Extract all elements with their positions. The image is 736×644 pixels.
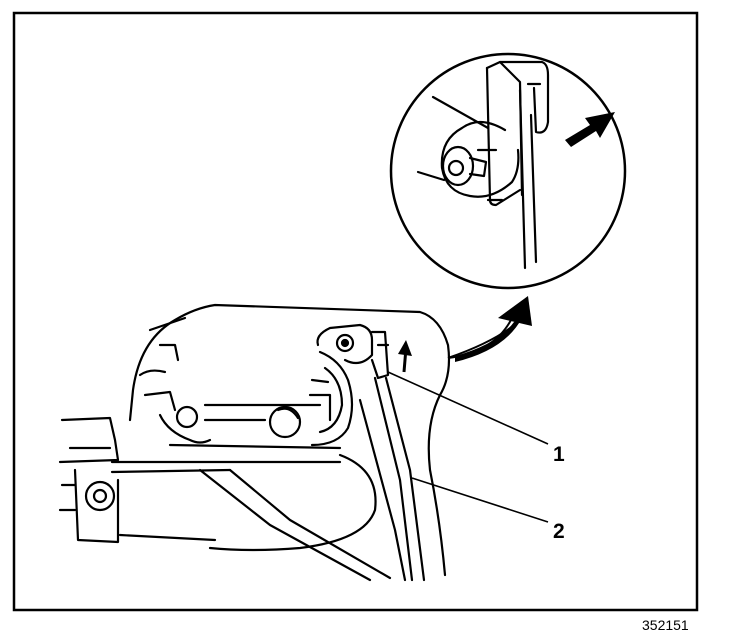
figure-border [12,11,699,612]
up-arrow [398,340,412,373]
direction-arrow-detail [565,112,615,147]
callout-2: 2 [553,520,565,543]
figure-number: 352151 [642,617,689,633]
detail-magnified-view [389,52,627,290]
curved-arrow-to-detail [447,296,532,362]
callout-1: 1 [553,443,565,466]
leader-lines [387,371,549,523]
door-latch-assembly [58,303,451,582]
